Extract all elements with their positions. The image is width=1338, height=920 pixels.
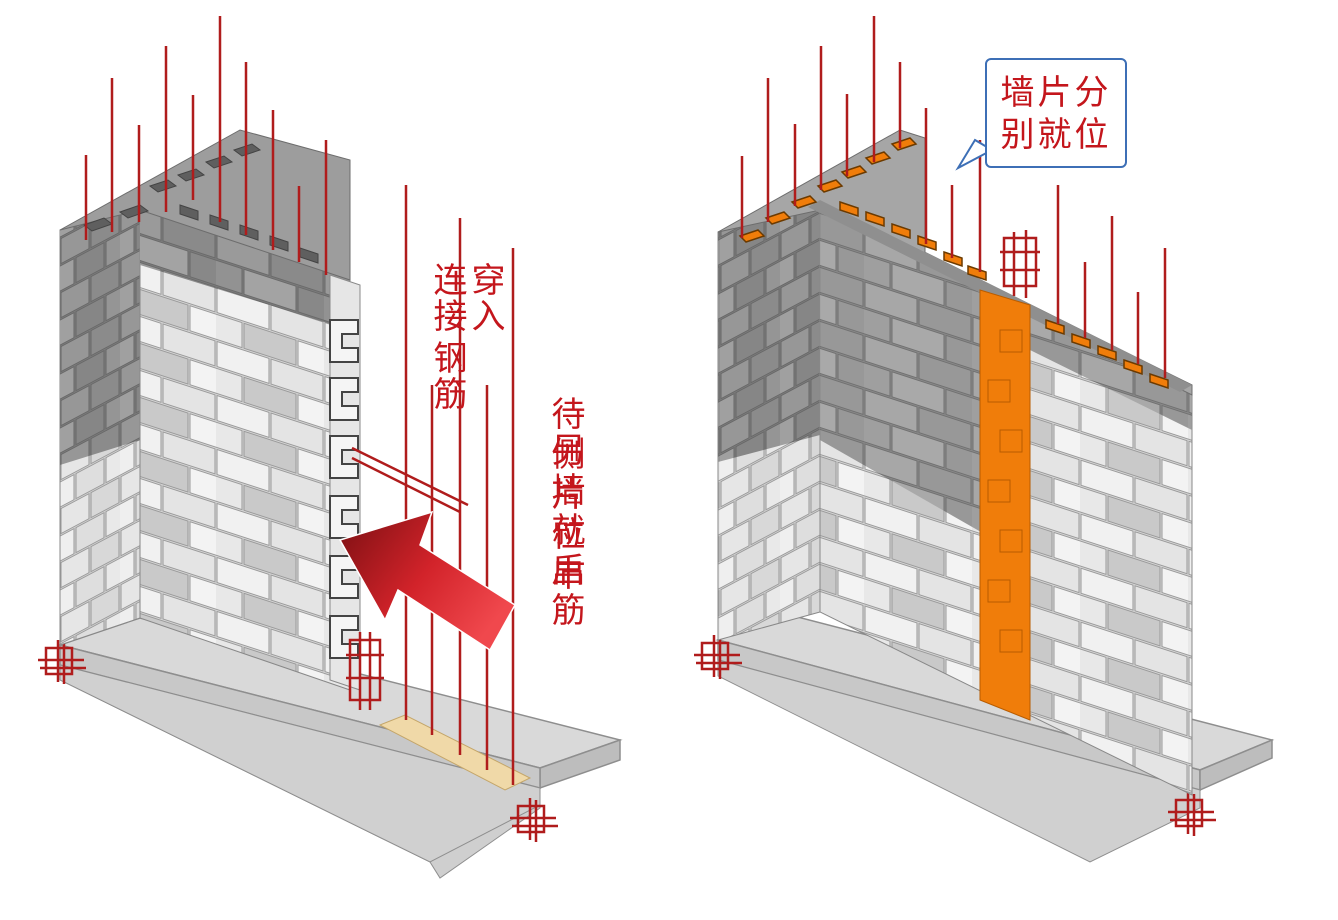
label-wait-col2: 侧墙 [545, 436, 585, 508]
left-insert-arrow [338, 510, 516, 652]
callout-pointer [955, 138, 995, 171]
label-wait-col1: 待另 [545, 396, 585, 468]
right-footing-cage-1 [694, 635, 742, 679]
callout-text: 墙片分 别就位 [987, 72, 1125, 156]
left-connection-rebars [351, 185, 515, 785]
right-grout-notches [987, 329, 1023, 653]
left-wall-rebars [84, 16, 328, 275]
left-column-cage [346, 632, 384, 710]
right-wall-side-face-dark [718, 200, 820, 462]
left-footing-cage-1 [38, 640, 86, 684]
left-assembly [38, 16, 623, 879]
left-floor-slab-front-face [59, 664, 541, 863]
callout-walls-positioned: 墙片分 别就位 [985, 58, 1127, 168]
right-floor-slab-face [717, 659, 1201, 863]
left-grout-strip [378, 714, 532, 791]
right-footing-cage-2 [1168, 792, 1216, 836]
label-wait-col4: 位后 [545, 516, 585, 588]
label-wait-col5: 串筋 [545, 556, 585, 628]
left-wall-side-face-dark [60, 210, 140, 465]
label-insert-rebar-col1: 穿入 [465, 262, 505, 334]
right-floor-slab-side [1199, 738, 1273, 792]
right-column-cage [1000, 230, 1040, 298]
callout-line-1: 墙片分 [1000, 73, 1112, 113]
left-wall-end-ties [329, 319, 359, 659]
right-assembly [694, 16, 1275, 863]
left-wall-front-face-dark [140, 210, 350, 330]
label-insert-rebar-col3: 钢筋 [427, 340, 467, 412]
right-wall-rebars [740, 16, 1167, 378]
label-wait-col3: 片就 [545, 476, 585, 548]
left-footing-cage-2 [510, 798, 558, 842]
label-insert-rebar-col2: 连接 [427, 262, 467, 334]
callout-line-2: 别就位 [1000, 115, 1112, 155]
right-grout-column [979, 289, 1031, 721]
